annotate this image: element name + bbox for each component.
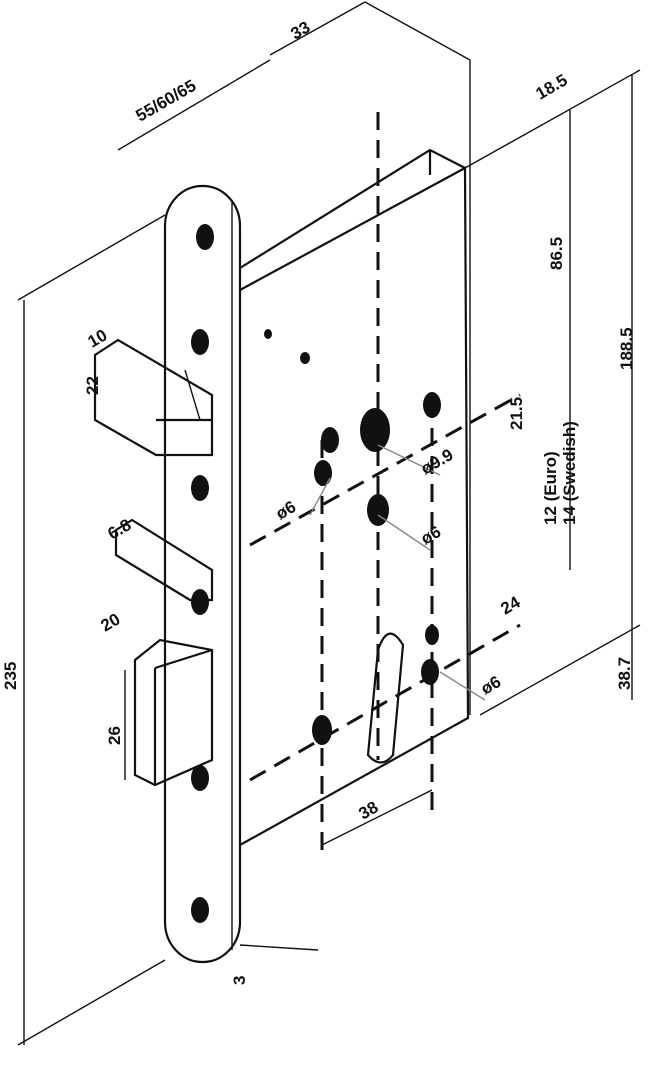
dim-235: 235 xyxy=(1,662,20,690)
dead-latch xyxy=(114,518,214,602)
case-holes xyxy=(264,329,441,764)
dim-backset: 55/60/65 xyxy=(133,76,200,126)
dim-dead-latch: 6.8 xyxy=(105,515,135,543)
dim-bolt-projection: 20 xyxy=(98,610,124,636)
dimension-lines xyxy=(17,1,641,1046)
dim-cylinder-distance: 38 xyxy=(356,798,382,824)
faceplate-screw-holes xyxy=(191,224,214,923)
faceplate xyxy=(163,184,242,964)
dim-bolt-height: 26 xyxy=(105,726,124,745)
dim-latch-height: 22 xyxy=(83,376,102,395)
dim-faceplate-thickness: 3 xyxy=(230,976,249,985)
dim-38-7: 38.7 xyxy=(615,657,634,690)
dim-hole-low: ø6 xyxy=(478,672,505,698)
dim-case-thickness: 18.5 xyxy=(533,70,571,103)
dead-bolt xyxy=(133,638,214,787)
dim-188-5: 188.5 xyxy=(617,327,636,370)
dim-follower-euro: 12 (Euro) xyxy=(541,451,560,525)
center-lines xyxy=(249,112,521,860)
dim-hole-left: ø6 xyxy=(273,497,300,523)
latch-bolt xyxy=(93,338,214,457)
dim-33: 33 xyxy=(288,18,314,44)
dim-86-5: 86.5 xyxy=(547,237,566,270)
dim-24: 24 xyxy=(498,592,524,618)
dim-follower-swedish: 14 (Swedish) xyxy=(560,421,579,525)
lock-case xyxy=(239,148,470,846)
dim-21-5: 21.5 xyxy=(507,397,526,430)
